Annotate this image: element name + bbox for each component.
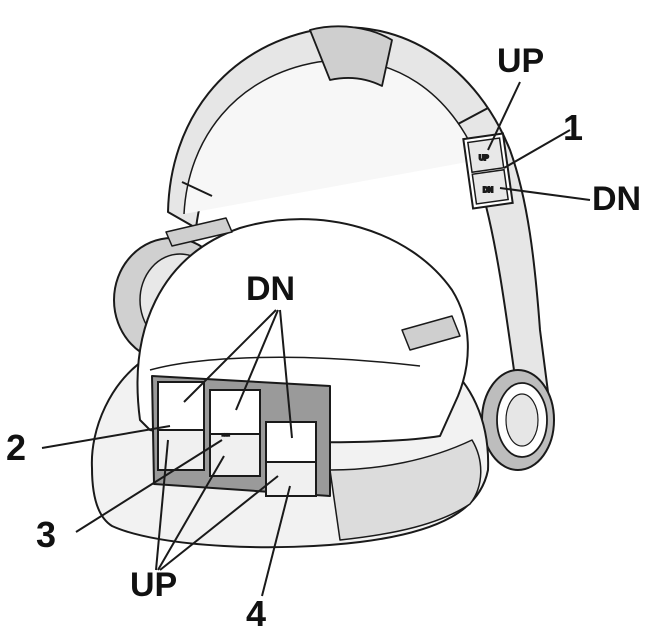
headband-joint-left bbox=[181, 181, 213, 197]
base-foot-shade bbox=[329, 439, 482, 541]
right-ear-cup bbox=[481, 369, 555, 471]
leader-4 bbox=[261, 485, 291, 597]
callout-dn-top: DN bbox=[592, 180, 642, 218]
callout-number-2: 2 bbox=[6, 427, 27, 468]
leader-up-bot-c bbox=[159, 475, 279, 571]
base-button-center[interactable]: ▪▪▪ bbox=[209, 389, 261, 477]
headband-inner-strip bbox=[183, 59, 479, 215]
callout-up-top: UP bbox=[497, 42, 545, 80]
leader-dn-mid-c bbox=[279, 309, 293, 439]
leader-up-bot-b bbox=[157, 455, 225, 571]
left-connector bbox=[165, 217, 233, 247]
leader-up-bot-a bbox=[155, 439, 169, 571]
leader-3 bbox=[75, 439, 223, 533]
side-connector bbox=[401, 315, 461, 351]
headband bbox=[167, 25, 549, 399]
headband-dn-marking: DN bbox=[483, 187, 493, 194]
leader-up-top bbox=[487, 81, 521, 151]
headband-control[interactable]: UP DN bbox=[462, 132, 514, 210]
leader-dn-mid-a bbox=[183, 309, 277, 403]
headband-up-marking: UP bbox=[479, 155, 489, 162]
leader-dn-mid-b bbox=[235, 309, 279, 411]
callout-number-1: 1 bbox=[563, 107, 584, 148]
leader-1 bbox=[503, 129, 571, 169]
center-button-marking: ▪▪▪ bbox=[222, 432, 230, 439]
leader-lines bbox=[41, 81, 591, 597]
headband-pad bbox=[309, 25, 393, 87]
headband-joint-right bbox=[457, 107, 489, 125]
callout-number-4: 4 bbox=[246, 593, 267, 634]
leader-dn-top bbox=[499, 187, 591, 201]
callout-up-bottom: UP bbox=[130, 566, 178, 604]
callout-number-3: 3 bbox=[36, 514, 57, 555]
leader-2 bbox=[41, 425, 171, 449]
callout-dn-middle: DN bbox=[246, 270, 296, 308]
